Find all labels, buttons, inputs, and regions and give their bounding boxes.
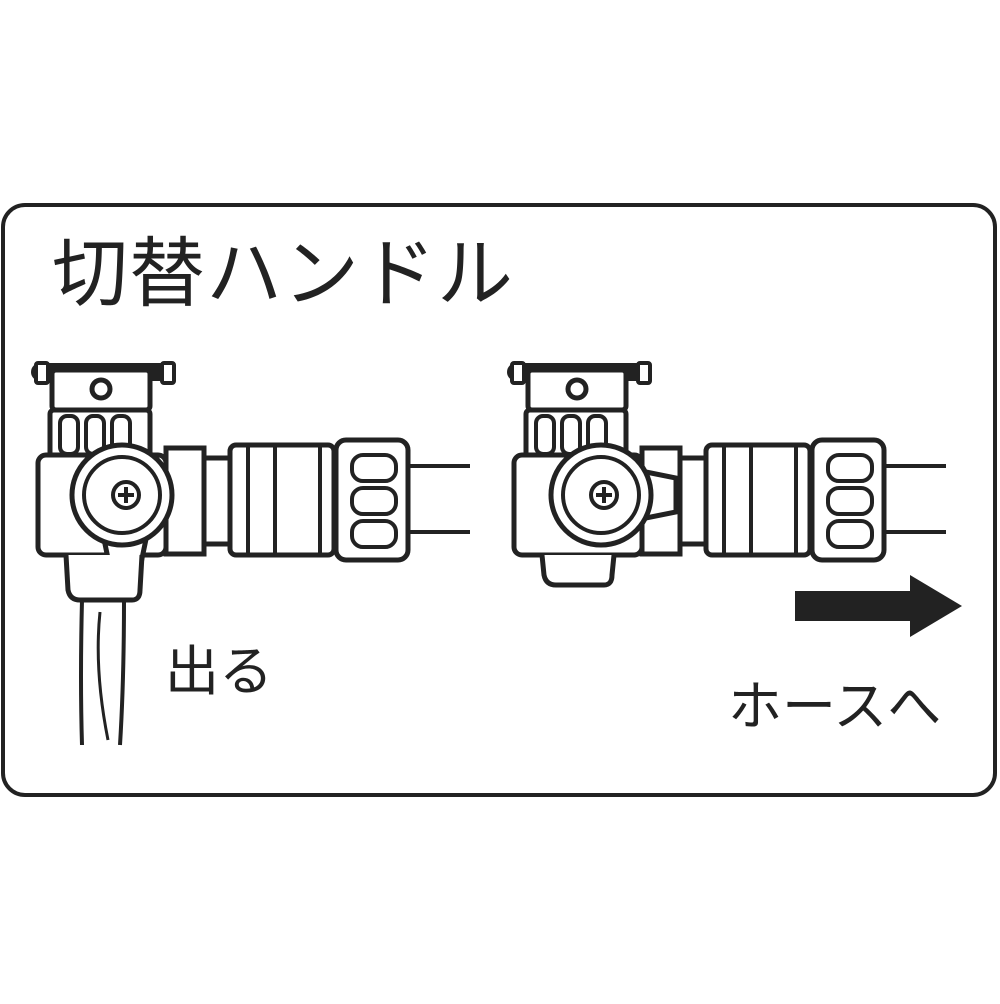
diagram-title: 切替ハンドル bbox=[52, 229, 514, 318]
to-hose-label: ホースへ bbox=[728, 675, 942, 738]
left-valve bbox=[36, 363, 470, 746]
diagram-frame bbox=[1, 203, 997, 797]
phillips-screw-icon bbox=[589, 480, 619, 510]
phillips-screw-icon bbox=[111, 480, 141, 510]
right-valve bbox=[512, 363, 946, 588]
switch-handle-knob bbox=[548, 442, 654, 548]
outlet-label: 出る bbox=[165, 640, 273, 703]
right-arrow-icon bbox=[795, 575, 962, 637]
